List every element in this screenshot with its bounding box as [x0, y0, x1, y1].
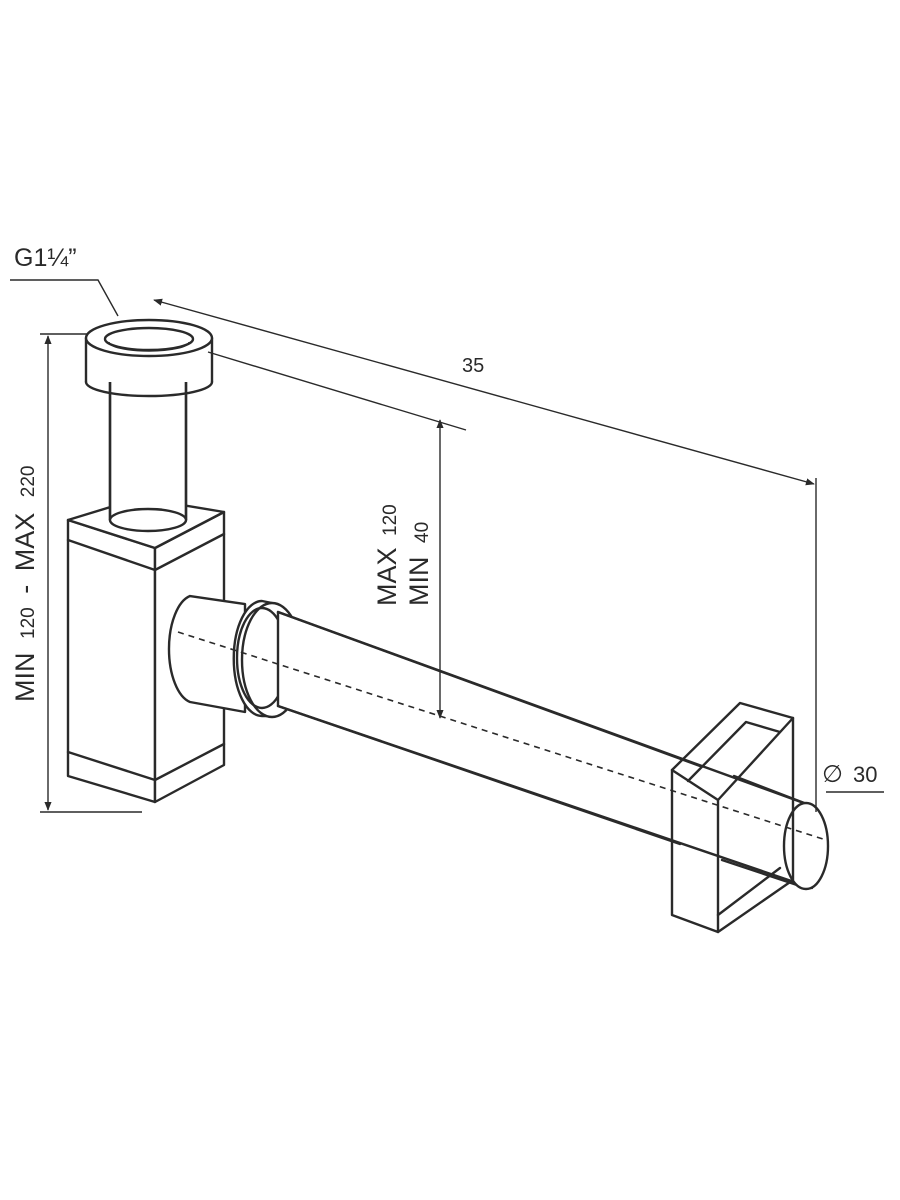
thread-size-label: G1¼” — [14, 244, 77, 272]
total-height-label: MIN 120 - MAX 220 — [10, 466, 40, 702]
svg-text:MIN 40: MIN 40 — [404, 522, 434, 606]
height-min-value: 120 — [18, 607, 39, 639]
outlet-max-value: 120 — [380, 504, 401, 536]
length-label: 35 — [462, 355, 484, 377]
diameter-label: ∅ 30 — [822, 761, 878, 788]
diameter-value: 30 — [853, 762, 877, 787]
diameter-symbol: ∅ — [822, 761, 843, 788]
svg-text:MIN 120 - MA: MIN 120 - MAX 220 — [10, 466, 40, 702]
pipe-centerline — [177, 631, 827, 841]
svg-text:MAX 120: MAX 120 — [372, 504, 402, 606]
height-dimension — [40, 333, 142, 813]
wall-rosette — [670, 701, 795, 934]
outlet-max-word: MAX — [372, 547, 402, 606]
thread-leader — [10, 279, 119, 317]
outlet-min-value: 40 — [412, 522, 433, 543]
height-max-word: MAX — [10, 513, 40, 572]
length-dimension — [153, 298, 817, 812]
height-min-word: MIN — [10, 653, 40, 703]
outlet-min-word: MIN — [404, 557, 434, 607]
height-max-value: 220 — [18, 466, 39, 498]
outlet-pipe — [276, 610, 830, 891]
height-separator: - — [10, 585, 40, 594]
outlet-height-label: MAX 120 MIN 40 — [372, 504, 434, 606]
